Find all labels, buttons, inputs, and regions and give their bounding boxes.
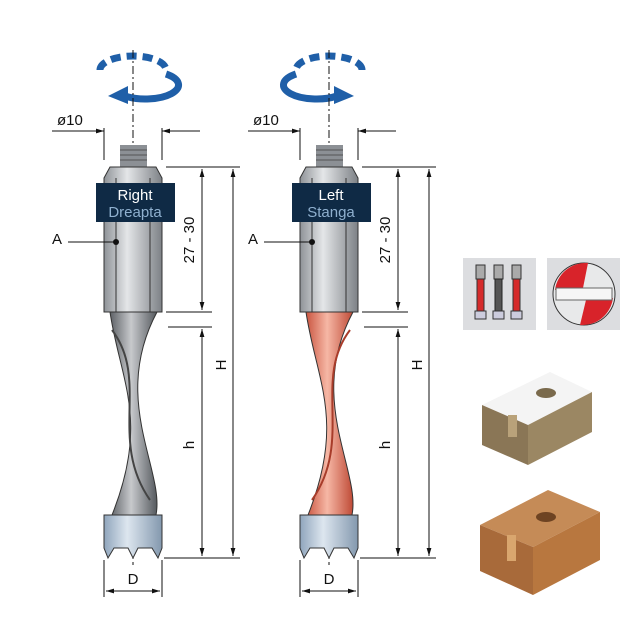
point-a-label: A [52, 231, 62, 248]
label-stanga: Stanga [307, 204, 355, 221]
chipboard-block-image [482, 372, 592, 465]
dim-total-length: H [409, 360, 426, 371]
dim-flute-length: h [181, 441, 198, 449]
point-a-label: A [248, 231, 258, 248]
drill-head [103, 514, 163, 560]
dim-diameter: D [128, 571, 139, 588]
label-right: Right [117, 187, 153, 204]
rotation-arrow-clockwise-icon [96, 52, 183, 104]
flute [305, 311, 354, 516]
drill-tip-section-icon [547, 258, 620, 330]
label-left: Left [318, 187, 344, 204]
dim-shank-length: 27 - 30 [377, 217, 394, 264]
dim-shank-diameter: ø10 [253, 112, 279, 129]
dim-shank-length: 27 - 30 [181, 217, 198, 264]
flute [109, 311, 158, 516]
rotation-arrow-counterclockwise-icon [279, 52, 366, 104]
dim-shank-diameter: ø10 [57, 112, 83, 129]
label-box [96, 183, 175, 222]
drill-set-icon [463, 258, 536, 330]
label-dreapta: Dreapta [108, 204, 162, 221]
drill-right: Right Dreapta ø10 27 - 30 h H D A [52, 50, 240, 597]
drill-head [299, 514, 359, 560]
wood-block-image [480, 490, 600, 595]
drill-left: Left Stanga ø10 27 - 30 h H D A [248, 50, 436, 597]
thread [120, 145, 147, 167]
dim-flute-length: h [377, 441, 394, 449]
dim-diameter: D [324, 571, 335, 588]
dim-total-length: H [213, 360, 230, 371]
